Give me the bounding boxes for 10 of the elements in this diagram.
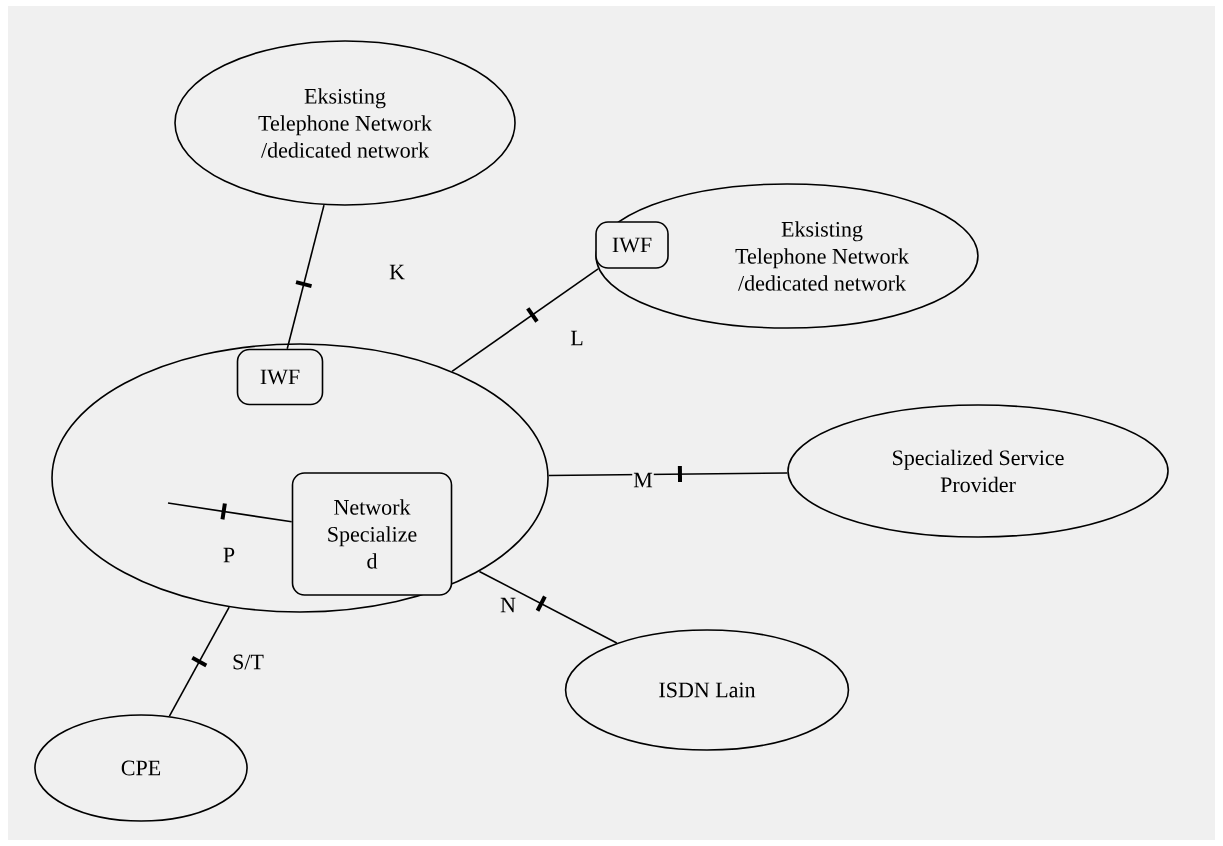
interface-line xyxy=(168,606,230,717)
interface-line xyxy=(451,268,599,373)
function-box: IWF xyxy=(236,348,324,406)
interface-line xyxy=(478,570,618,644)
function-box: IWF xyxy=(595,221,669,269)
function-box: Network Specialize d xyxy=(291,472,453,596)
interface-line xyxy=(286,204,325,350)
network-ellipse xyxy=(51,343,549,613)
interface-line xyxy=(547,466,789,483)
interface-line xyxy=(167,502,293,523)
